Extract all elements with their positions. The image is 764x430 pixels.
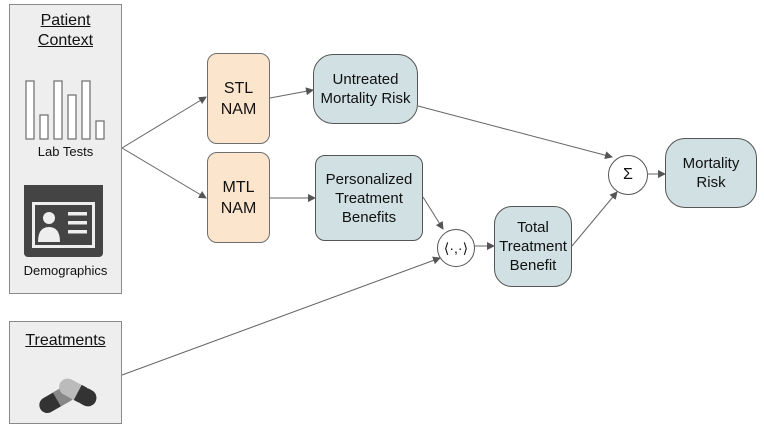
- untreated-mortality-risk-node: Untreated Mortality Risk: [313, 54, 418, 124]
- patient-context-title: Patient Context: [37, 12, 94, 49]
- stl-nam-node: STL NAM: [207, 53, 270, 144]
- lab-tests-label: Lab Tests: [37, 144, 94, 159]
- edge-stl-to-untreated: [269, 87, 314, 99]
- demographics-id-card-icon: [24, 185, 103, 257]
- edge-personalized-to-innerproduct: [422, 196, 444, 230]
- pills-icon: [39, 378, 97, 413]
- mortality-risk-node: Mortality Risk: [665, 138, 757, 208]
- demographics-label: Demographics: [23, 263, 108, 278]
- patient-context-panel: Patient Context Lab Tests Demographics: [9, 4, 122, 294]
- sum-node: Σ: [608, 155, 648, 195]
- treatments-title: Treatments: [25, 332, 106, 349]
- edge-context-to-mtl: [121, 147, 207, 199]
- edge-context-to-stl: [121, 96, 207, 149]
- edge-treatments-to-innerproduct: [121, 256, 441, 376]
- treatments-panel: Treatments: [9, 321, 122, 424]
- mtl-nam-node: MTL NAM: [207, 152, 270, 243]
- edge-untreated-to-sum: [417, 105, 613, 160]
- inner-product-node: ⟨·,·⟩: [437, 229, 475, 267]
- edge-total-to-sum: [571, 191, 618, 247]
- lab-tests-icon: [25, 80, 105, 140]
- total-treatment-benefit-node: Total Treatment Benefit: [494, 206, 572, 287]
- personalized-treatment-benefits-node: Personalized Treatment Benefits: [315, 155, 423, 241]
